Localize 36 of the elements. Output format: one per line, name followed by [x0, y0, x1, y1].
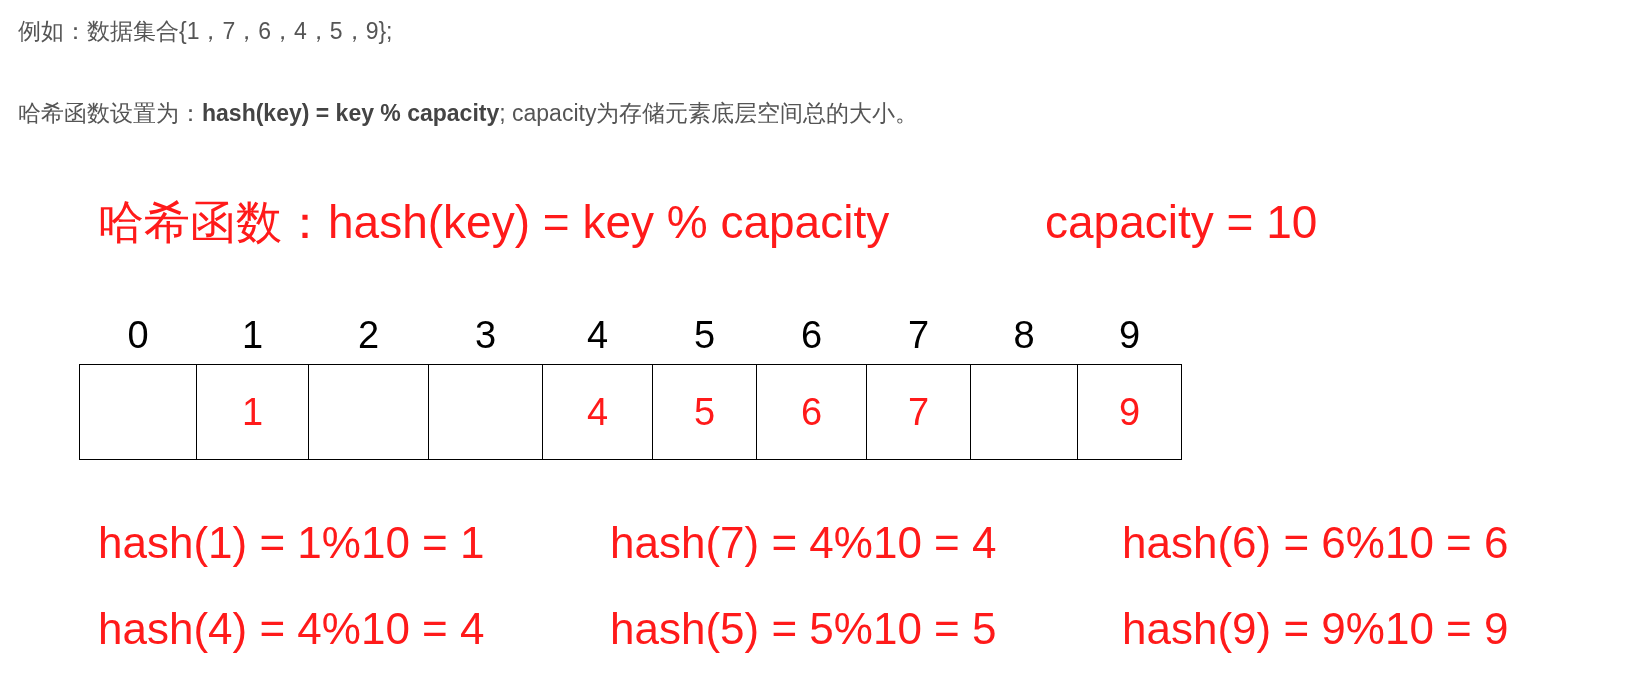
empty-array-cell	[970, 364, 1078, 460]
empty-array-cell	[428, 364, 543, 460]
array-cell	[866, 364, 971, 460]
array-cell	[196, 364, 309, 460]
index-number: 2	[356, 313, 381, 358]
index-number: 5	[692, 313, 717, 358]
cell-value: 5	[693, 389, 716, 435]
index-number: 1	[240, 313, 265, 358]
hash-calculation: hash(1) = 1%10 = 1	[98, 517, 485, 569]
array-cell	[652, 364, 757, 460]
index-number: 0	[126, 313, 150, 358]
hash-calculation: hash(7) = 4%10 = 4	[610, 517, 997, 569]
array-cell	[756, 364, 867, 460]
empty-array-cell	[79, 364, 197, 460]
cell-value: 6	[800, 389, 823, 435]
index-number: 3	[473, 313, 498, 358]
array-cell	[1077, 364, 1182, 460]
empty-array-cell	[308, 364, 429, 460]
capacity-value: capacity = 10	[1045, 195, 1318, 250]
index-number: 9	[1117, 313, 1142, 358]
hash-calculation: hash(5) = 5%10 = 5	[610, 603, 997, 655]
hash-calculation: hash(4) = 4%10 = 4	[98, 603, 485, 655]
hash-function-description: 哈希函数设置为：hash(key) = key % capacity; capacity为存储元素底层空间总的大小。	[18, 99, 919, 128]
index-number: 4	[585, 313, 610, 358]
hash-calculation: hash(9) = 9%10 = 9	[1122, 603, 1509, 655]
index-number: 6	[799, 313, 824, 358]
index-number: 8	[1012, 313, 1036, 358]
cell-value: 9	[1118, 389, 1141, 435]
cell-value: 4	[586, 389, 609, 435]
cell-value: 7	[907, 389, 930, 435]
array-cell	[542, 364, 653, 460]
intro-text: 例如：数据集合{1，7，6，4，5，9};	[18, 17, 393, 46]
index-number: 7	[906, 313, 931, 358]
cell-value: 1	[241, 389, 264, 435]
hash-calculation: hash(6) = 6%10 = 6	[1122, 517, 1509, 569]
hash-function-heading: 哈希函数：hash(key) = key % capacity	[98, 195, 890, 250]
